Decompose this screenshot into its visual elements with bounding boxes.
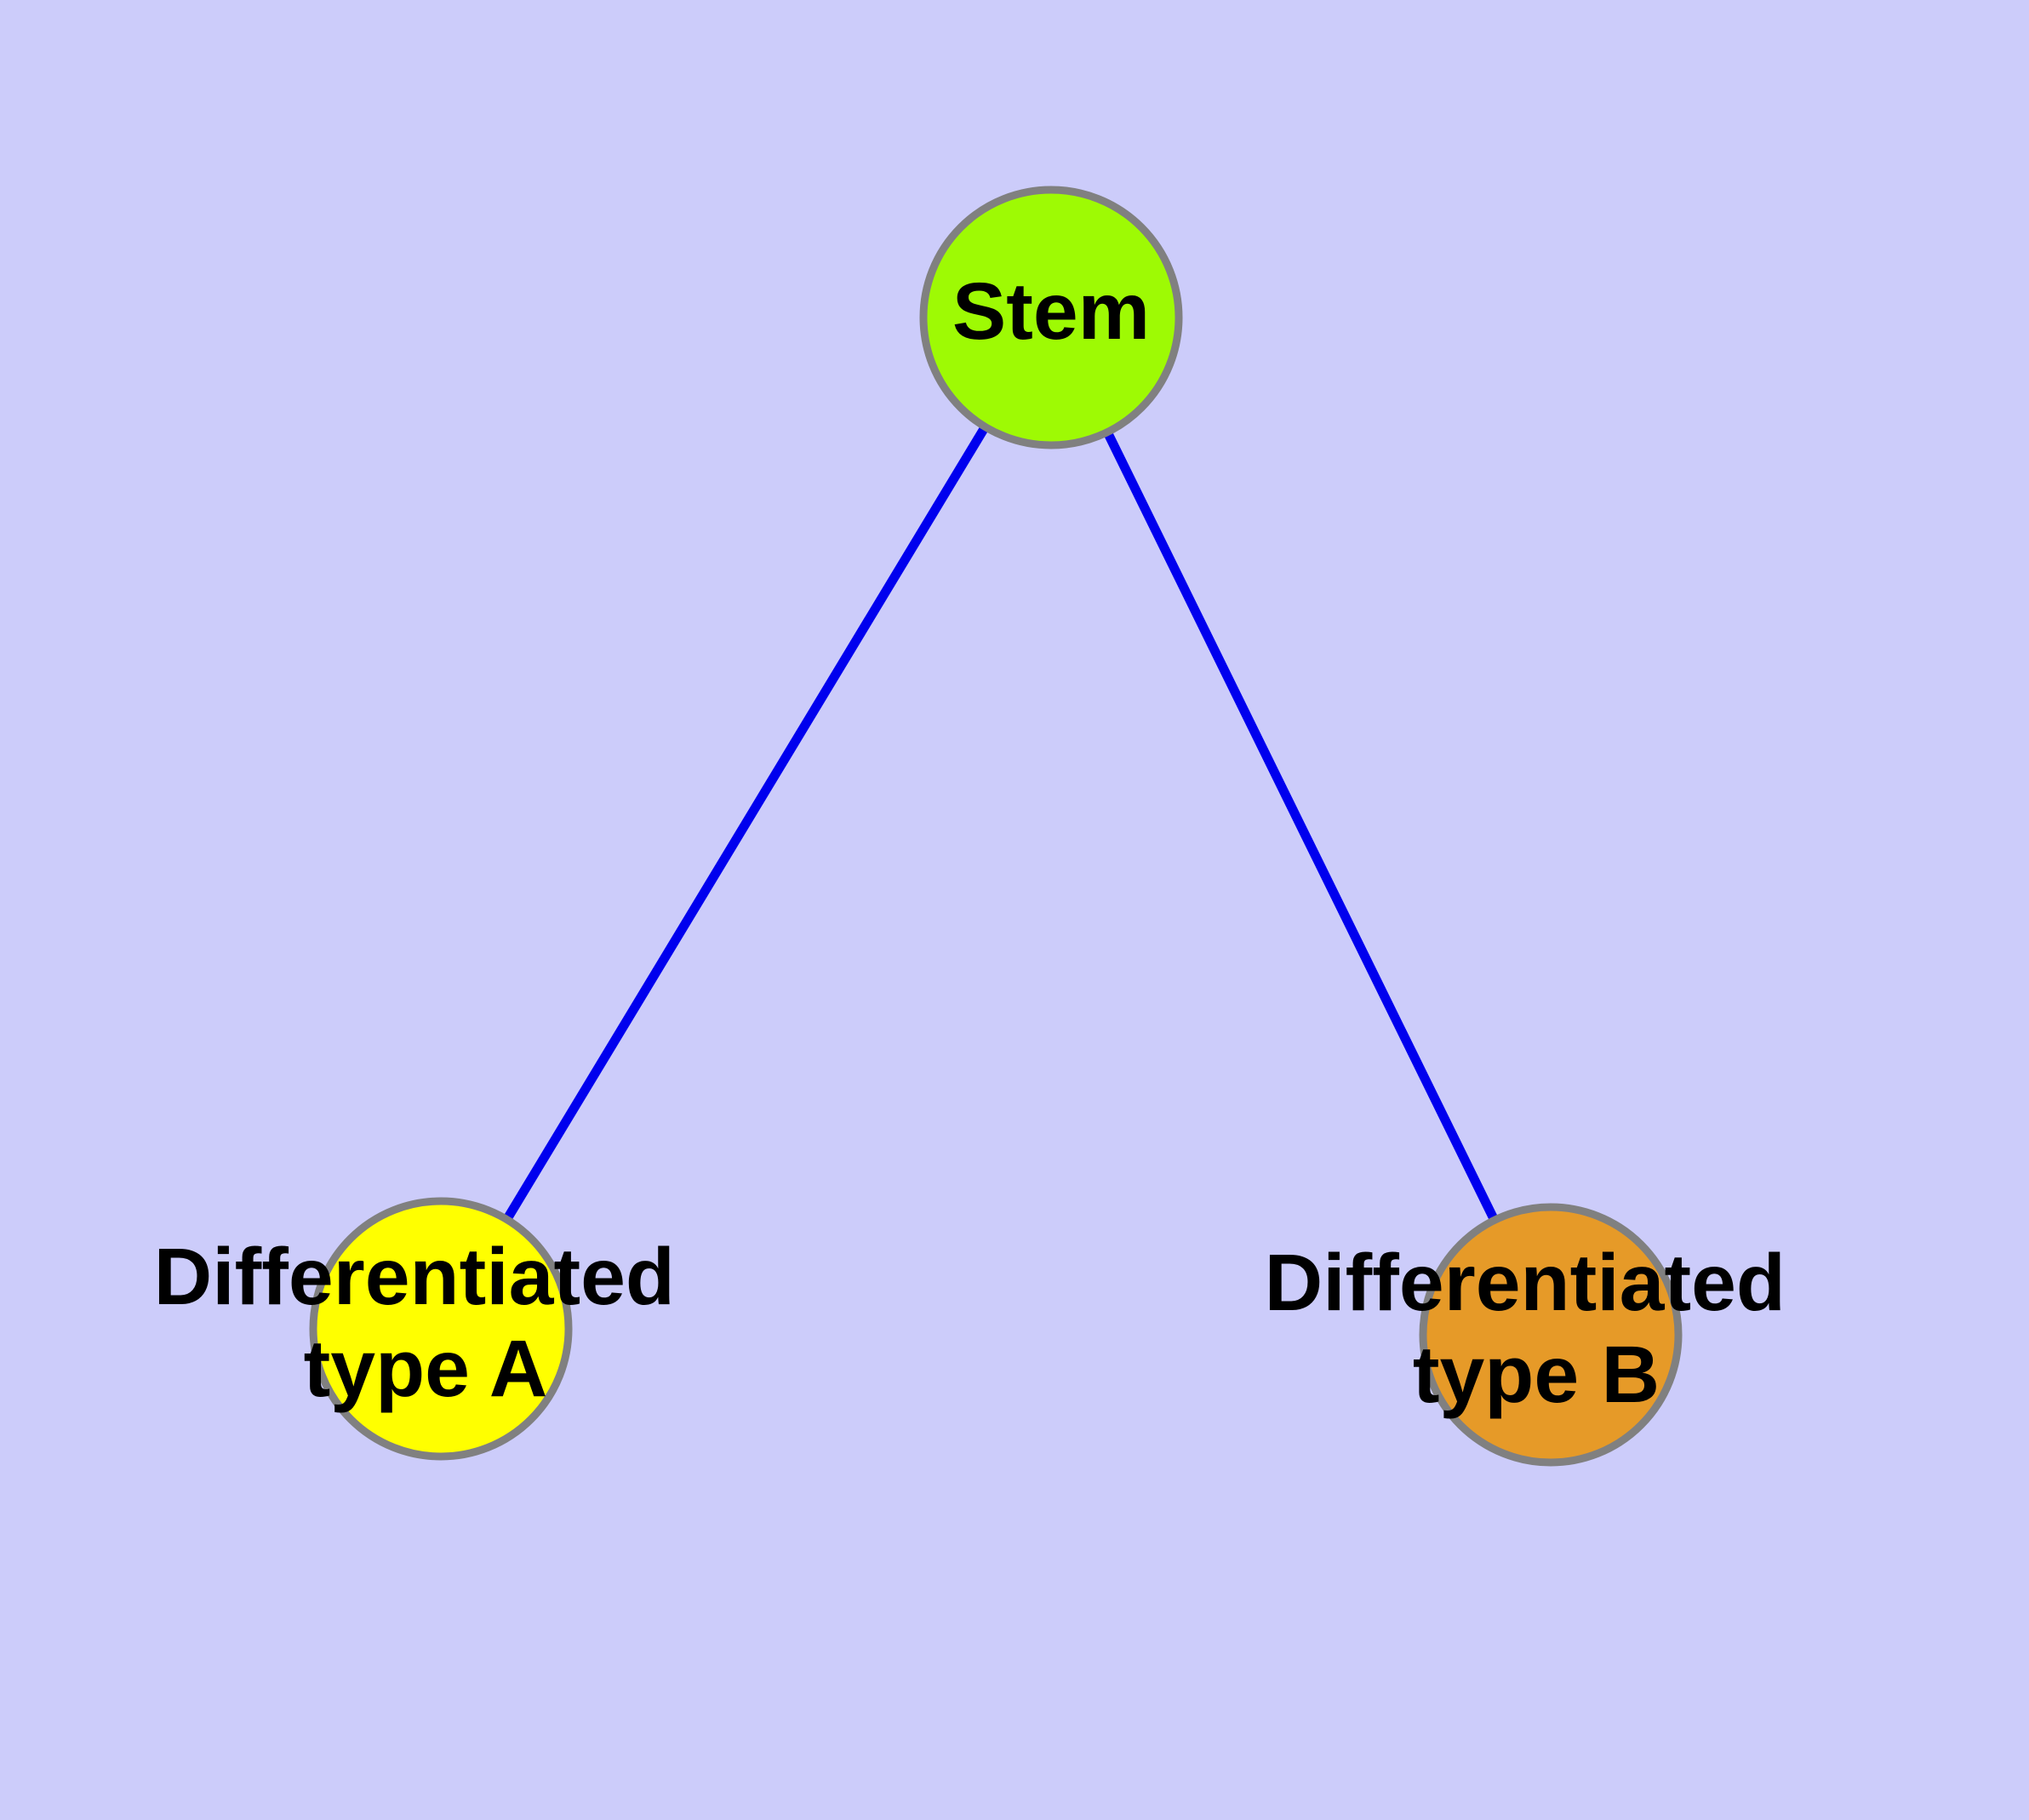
node-diff-a-label: Differentiated type A — [154, 1232, 698, 1414]
node-stem[interactable] — [919, 186, 1183, 449]
edge-layer — [437, 315, 1555, 1337]
label-layer: Differentiated type A Differentiated typ… — [154, 266, 1809, 1420]
edge-stem-to-diff-a[interactable] — [437, 315, 1055, 1331]
node-diff-a-circle[interactable] — [309, 1197, 573, 1461]
node-stem-label: Stem — [952, 266, 1150, 357]
node-diff-b-label-line1: Differentiated — [1265, 1238, 1786, 1328]
node-stem-label-line1: Stem — [952, 266, 1150, 357]
node-diff-b-label: Differentiated type B — [1265, 1238, 1809, 1420]
node-diff-a[interactable] — [309, 1197, 573, 1461]
node-diff-b-circle[interactable] — [1419, 1203, 1683, 1467]
node-diff-a-label-line2: type A — [304, 1324, 548, 1414]
edge-stem-to-diff-b[interactable] — [1047, 315, 1555, 1337]
node-diff-a-label-line1: Differentiated — [154, 1232, 675, 1322]
node-diff-b[interactable] — [1419, 1203, 1683, 1467]
node-stem-circle[interactable] — [919, 186, 1183, 449]
node-diff-b-label-line2: type B — [1413, 1330, 1660, 1420]
node-layer — [309, 186, 1683, 1467]
